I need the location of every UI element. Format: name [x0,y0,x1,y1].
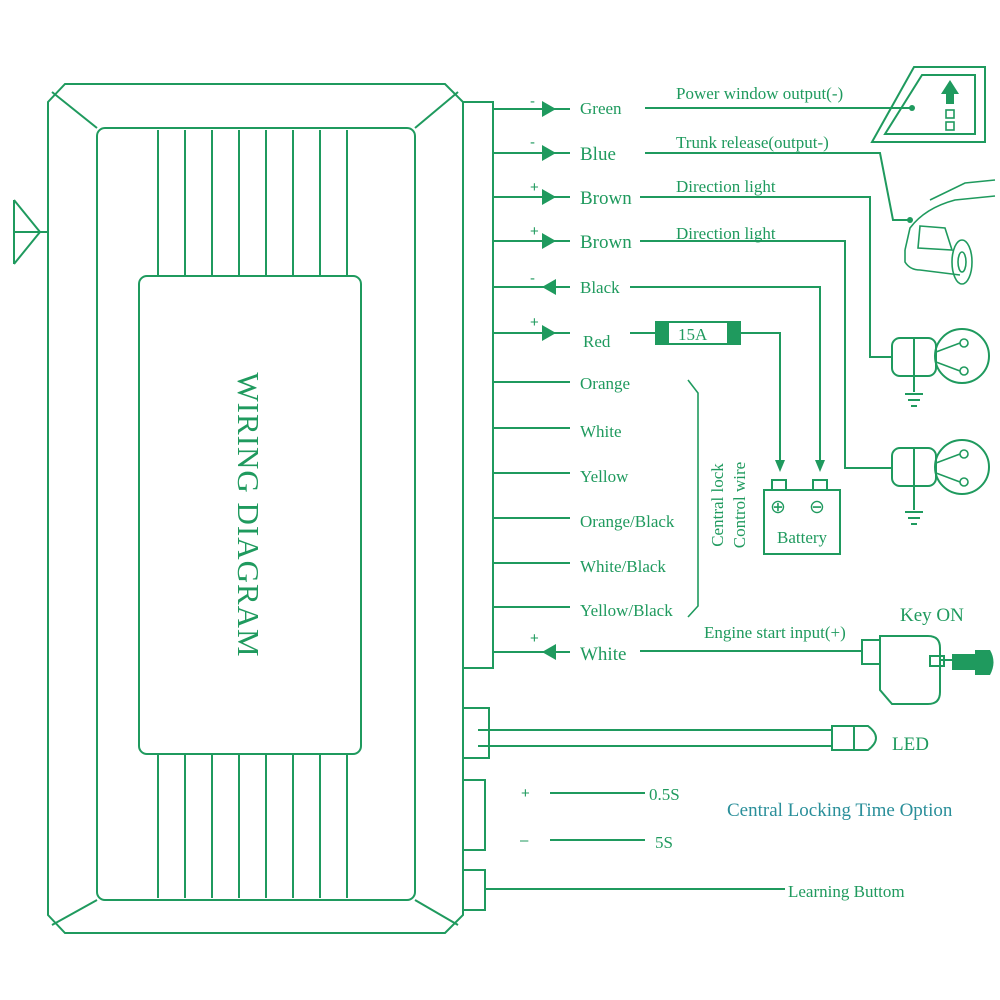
wire-label-blue: Blue [580,144,616,165]
central-lock-group: Central lock Control wire [687,379,749,618]
label-panel [138,275,362,755]
time-plus-sign: + [521,785,530,802]
wire-function-engine: Engine start input(+) [704,623,846,642]
time-option-section: + 0.5S – 5S Central Locking Time Option [462,779,953,852]
wire-label-red: Red [583,332,611,351]
wire-function-brown-2: Direction light [676,224,776,243]
car-trunk-icon [904,179,996,285]
led-label: LED [892,734,929,755]
svg-text:+: + [530,223,539,240]
time-minus-sign: – [520,832,529,849]
wire-function-blue: Trunk release(output-) [676,133,829,152]
learning-button-section: Learning Buttom [462,869,905,911]
time-value-0-5s: 0.5S [649,785,680,804]
wire-label-green: Green [580,99,622,118]
central-lock-label-1: Central lock [708,463,727,547]
key-on-label: Key ON [900,605,964,626]
antenna-icon [13,199,48,265]
wire-blue: - Blue Trunk release(output-) [493,133,910,221]
wire-yellow: Yellow [493,467,629,486]
battery-minus: ⊖ [809,497,825,518]
learning-button-label: Learning Buttom [788,882,905,901]
wire-white-black: White/Black [493,557,666,576]
wire-yellow-black: Yellow/Black [493,601,673,620]
wire-label-brown-1: Brown [580,188,632,209]
wire-function-brown-1: Direction light [676,177,776,196]
svg-text:-: - [530,93,535,110]
wire-rows: - Green Power window output(-) - Blue Tr… [493,84,915,665]
central-lock-label-2: Control wire [730,462,749,548]
direction-light-icon-2 [891,439,990,525]
wire-label-white-black: White/Black [580,557,666,576]
svg-text:-: - [530,270,535,287]
wire-white: White [493,422,622,441]
wire-label-orange: Orange [580,374,630,393]
led-section: LED [462,707,929,759]
fuse-icon: 15A [655,321,741,345]
ignition-key-icon: Key ON [861,605,994,705]
wire-label-white-engine: White [580,644,626,665]
power-window-icon [870,66,986,143]
wire-label-white: White [580,422,622,441]
battery-plus: ⊕ [770,497,786,518]
wire-green: - Green Power window output(-) [493,84,915,118]
wire-connector [462,101,494,669]
time-value-5s: 5S [655,833,673,852]
svg-text:+: + [530,314,539,331]
diagram-title: WIRING DIAGRAM [231,372,266,657]
control-unit: WIRING DIAGRAM [47,83,464,934]
wire-label-black: Black [580,278,620,297]
fuse-label: 15A [678,325,708,344]
battery-label: Battery [777,528,828,547]
wire-red: + Red 15A [493,314,785,472]
svg-text:-: - [530,134,535,151]
wire-label-brown-2: Brown [580,232,632,253]
wire-black: - Black [493,270,825,472]
wire-label-orange-black: Orange/Black [580,512,675,531]
wire-function-green: Power window output(-) [676,84,843,103]
top-ribs [157,130,348,276]
svg-text:+: + [530,630,539,647]
wire-label-yellow: Yellow [580,467,629,486]
time-option-label: Central Locking Time Option [727,800,953,821]
wire-brown-2: + Brown Direction light [493,223,892,469]
wire-orange: Orange [493,374,630,393]
wire-orange-black: Orange/Black [493,512,675,531]
wire-white-engine: + White Engine start input(+) [493,623,862,665]
direction-light-icon-1 [891,328,990,407]
wire-label-yellow-black: Yellow/Black [580,601,673,620]
wire-brown-1: + Brown Direction light [493,177,892,358]
svg-text:+: + [530,179,539,196]
bottom-ribs [157,754,348,898]
battery-icon: ⊕ ⊖ Battery [763,479,841,555]
